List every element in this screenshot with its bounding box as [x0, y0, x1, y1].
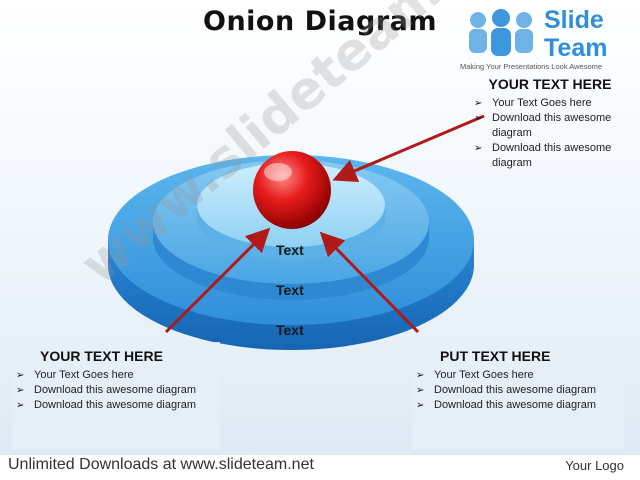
footer-downloads-text: Unlimited Downloads at www.slideteam.net — [8, 456, 314, 473]
left-panel-item: Your Text Goes here — [12, 368, 220, 383]
left-panel-item: Download this awesome diagram — [12, 383, 220, 398]
left-panel-list: Your Text Goes here Download this awesom… — [12, 368, 220, 413]
logo-word-team: Team — [544, 34, 608, 62]
right-panel-item: Your Text Goes here — [412, 368, 624, 383]
logo-word-slide: Slide — [544, 6, 604, 34]
top-panel-heading: YOUR TEXT HERE — [488, 76, 612, 92]
top-panel-item: Your Text Goes here — [470, 96, 630, 111]
page-title: Onion Diagram — [203, 6, 437, 37]
right-panel-item: Download this awesome diagram — [412, 398, 624, 413]
right-panel-list: Your Text Goes here Download this awesom… — [412, 368, 624, 413]
logo-tagline: Making Your Presentations Look Awesome — [460, 62, 603, 71]
right-text-panel: PUT TEXT HERE Your Text Goes here Downlo… — [412, 342, 624, 450]
top-panel-item: Download this awesome diagram — [470, 141, 630, 171]
core-highlight — [264, 163, 292, 181]
top-panel-list: Your Text Goes here Download this awesom… — [470, 96, 630, 171]
middle-layer-label: Text — [276, 282, 304, 298]
left-text-panel: YOUR TEXT HERE Your Text Goes here Downl… — [12, 342, 220, 450]
left-panel-item: Download this awesome diagram — [12, 398, 220, 413]
core-sphere — [253, 151, 331, 229]
arrow-from-top-panel — [332, 114, 485, 183]
onion-diagram — [108, 114, 485, 350]
top-text-panel: YOUR TEXT HERE Your Text Goes here Downl… — [470, 70, 630, 178]
slideteam-logo: Slide Team Making Your Presentations Loo… — [460, 4, 638, 84]
arrow-from-right-panel — [319, 231, 420, 334]
inner-layer-label: Text — [276, 242, 304, 258]
left-panel-heading: YOUR TEXT HERE — [40, 348, 163, 364]
outer-layer-label: Text — [276, 322, 304, 338]
right-panel-heading: PUT TEXT HERE — [440, 348, 551, 364]
top-panel-item: Download this awesome diagram — [470, 111, 630, 141]
people-logo-icon — [469, 9, 533, 56]
right-panel-item: Download this awesome diagram — [412, 383, 624, 398]
arrow-from-left-panel — [164, 227, 271, 334]
footer-logo-placeholder: Your Logo — [565, 458, 624, 473]
